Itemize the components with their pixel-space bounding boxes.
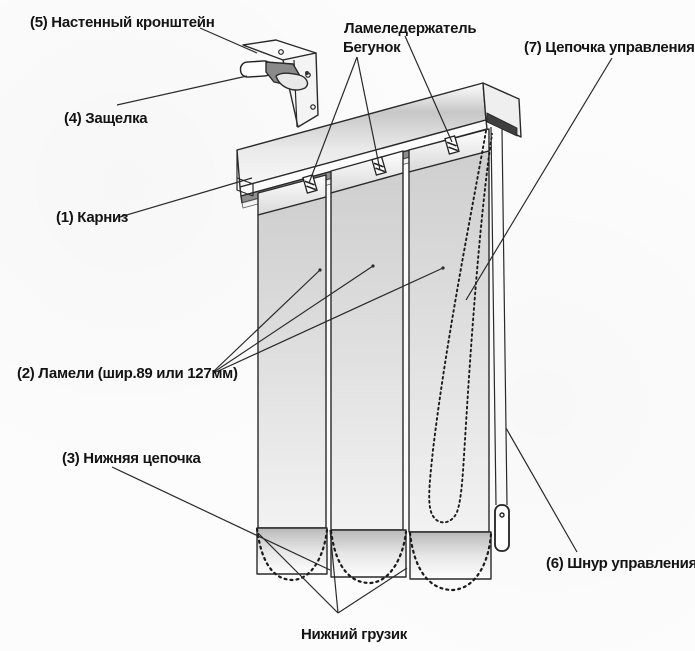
bracket-screw-hole-1 xyxy=(278,49,284,55)
vane-3 xyxy=(408,128,490,533)
leader-lines xyxy=(111,27,613,614)
label-bottom-weight: Нижний грузик xyxy=(301,626,408,643)
control-cord-drawing xyxy=(490,126,510,552)
leader-vane-holder xyxy=(404,35,453,143)
bottom-chain-scallop-1 xyxy=(255,527,329,582)
leader-runner-2 xyxy=(356,56,381,171)
label-control-chain: (7) Цепочка управления xyxy=(524,39,695,56)
leader-runner-1 xyxy=(308,56,358,184)
label-control-cord: (6) Шнур управления xyxy=(546,555,695,572)
cord-tassel xyxy=(494,504,510,552)
headrail-left-end xyxy=(236,150,254,197)
headrail-end-cap xyxy=(482,82,522,138)
bracket-screw-hole-3 xyxy=(310,104,316,110)
vanes-drawing xyxy=(257,128,490,533)
cord-tassel-hole xyxy=(499,512,505,518)
vane-holder-clip-1 xyxy=(302,174,318,194)
label-headrail: (1) Карниз xyxy=(56,209,128,226)
label-bottom-chain: (3) Нижняя цепочка xyxy=(62,450,201,467)
control-cord-strand-left xyxy=(490,126,497,506)
bottom-weight-pockets xyxy=(256,527,492,580)
latch-pin xyxy=(305,71,309,75)
leader-control-chain xyxy=(465,57,613,301)
leader-control-cord xyxy=(505,427,578,553)
bottom-chain-drawing xyxy=(255,527,493,592)
bottom-chain-scallop-3 xyxy=(408,531,493,592)
leader-vanes-fan xyxy=(213,264,445,374)
control-cord-strand-right xyxy=(501,128,508,506)
vane-2 xyxy=(330,150,404,531)
labels: (5) Настенный кронштейн (4) Защелка Ламе… xyxy=(17,14,695,643)
leader-headrail xyxy=(119,177,253,218)
weight-pocket-3 xyxy=(409,531,492,580)
leader-latch xyxy=(116,75,248,106)
latch-hook xyxy=(275,72,309,91)
label-vane-holder: Ламеледержатель xyxy=(344,20,476,37)
weight-pocket-2 xyxy=(330,529,407,578)
latch-drawing xyxy=(239,60,309,91)
leader-bottom-weight-fan xyxy=(257,529,408,614)
label-vanes: (2) Ламели (шир.89 или 127мм) xyxy=(17,365,238,382)
headrail-mechanism-dark xyxy=(486,112,518,137)
vane-1 xyxy=(257,174,327,529)
wall-bracket-drawing xyxy=(239,39,319,128)
runner-clips xyxy=(302,135,460,194)
label-wall-bracket: (5) Настенный кронштейн xyxy=(30,14,215,31)
control-chain-loop xyxy=(428,130,493,524)
leader-wall-bracket xyxy=(199,27,258,54)
leader-bottom-chain xyxy=(111,466,331,571)
label-latch: (4) Защелка xyxy=(64,110,148,127)
headrail-left-end-step xyxy=(236,177,254,185)
label-runner: Бегунок xyxy=(343,39,401,56)
bottom-chain-scallop-2 xyxy=(329,529,408,585)
